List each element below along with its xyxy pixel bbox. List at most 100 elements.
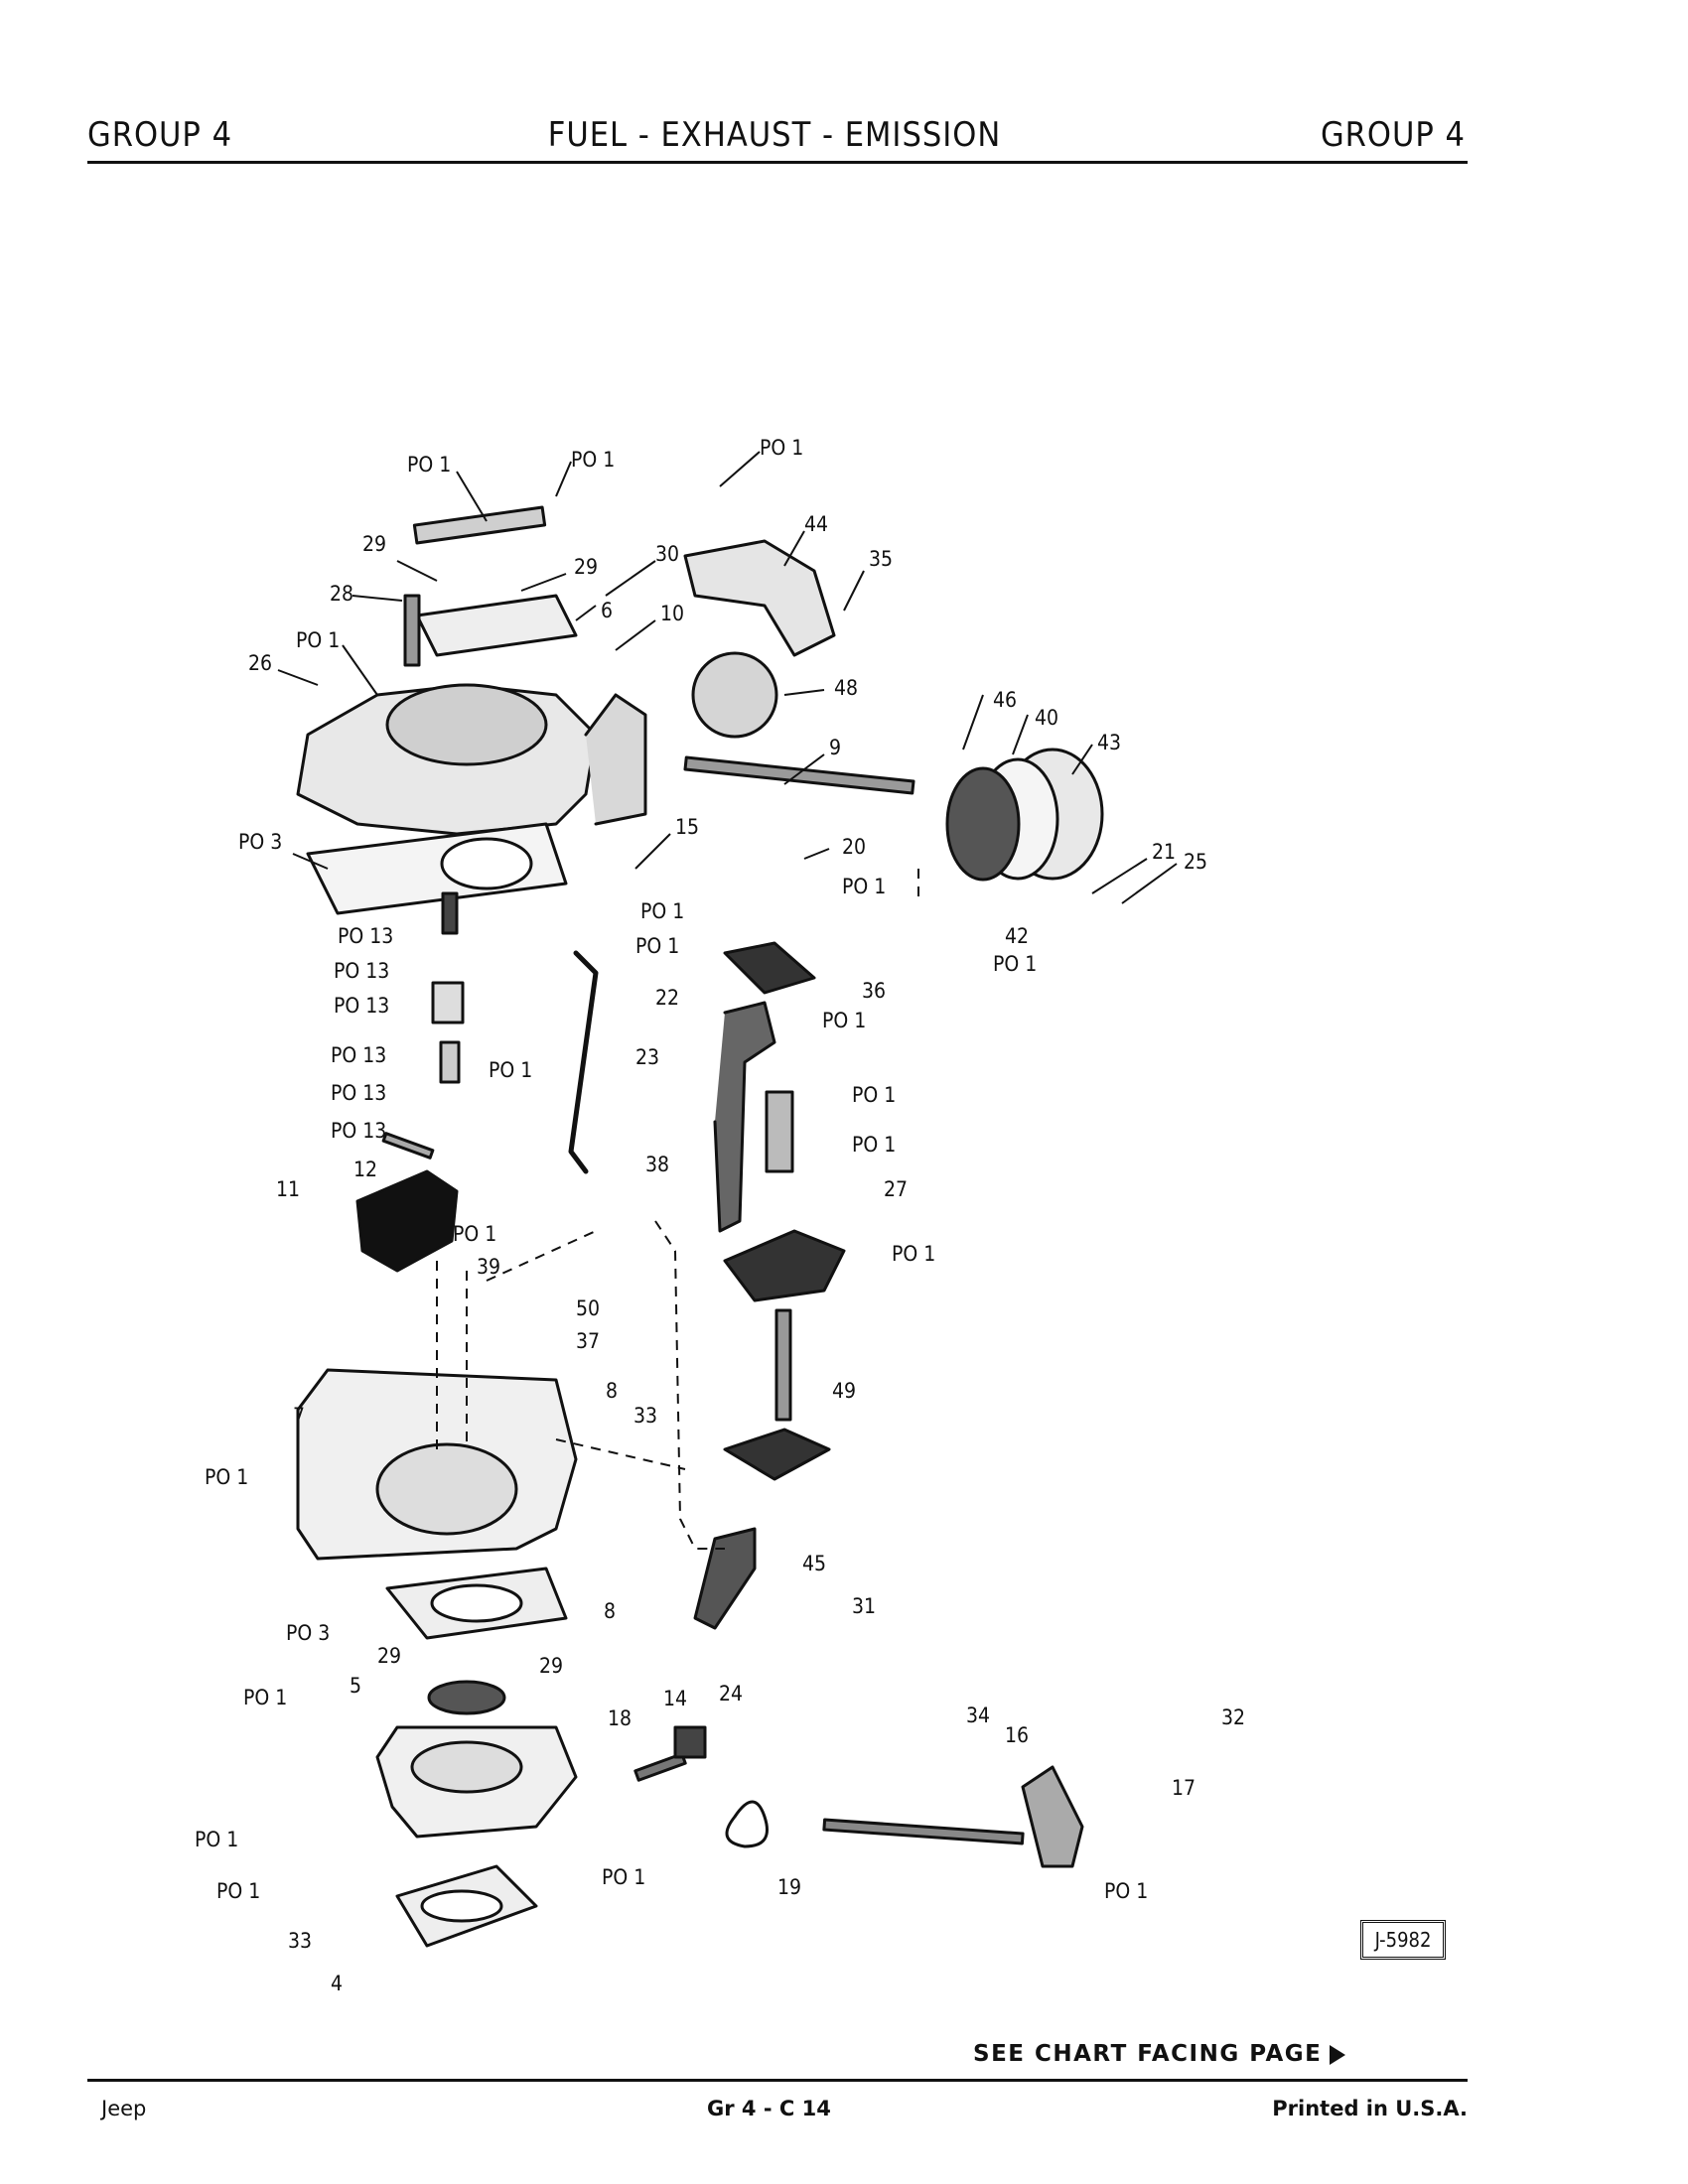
callout-c60: 29 — [377, 1644, 401, 1668]
guide-line-1 — [654, 1220, 725, 1550]
callout-c11: 10 — [660, 602, 684, 625]
footer-left: Jeep — [101, 2097, 147, 2120]
throttle-spring-19 — [725, 1800, 769, 1848]
pump-lever-36 — [723, 941, 816, 995]
header-right: GROUP 4 — [1320, 115, 1466, 155]
callout-c50: 37 — [576, 1329, 600, 1353]
callout-c20: 15 — [675, 815, 699, 839]
callout-c02: PO 1 — [571, 448, 615, 472]
callout-c55: PO 1 — [205, 1465, 248, 1489]
callout-c15: 46 — [993, 688, 1017, 712]
callout-c76: 33 — [288, 1929, 312, 1953]
callout-c25: PO 1 — [640, 899, 684, 923]
float-pin-12 — [381, 1132, 435, 1160]
see-chart-text: SEE CHART FACING PAGE — [973, 2041, 1323, 2067]
callout-c62: PO 1 — [243, 1686, 287, 1709]
callout-c42: 12 — [353, 1158, 377, 1181]
callout-c36: PO 1 — [489, 1058, 532, 1082]
callout-c08: 29 — [574, 555, 598, 579]
pump-rod — [568, 950, 599, 1174]
pump-housing — [723, 1229, 846, 1302]
see-chart-note: SEE CHART FACING PAGE — [973, 2041, 1346, 2067]
callout-c48: PO 1 — [892, 1242, 935, 1266]
throttle-bore — [410, 1740, 523, 1794]
callout-c44: 11 — [276, 1177, 300, 1201]
callout-c47: 39 — [477, 1255, 500, 1279]
main-body-gasket-hole — [430, 1583, 523, 1623]
callout-c71: PO 1 — [195, 1828, 238, 1851]
float-11 — [355, 1169, 459, 1273]
air-horn-gasket-hole — [440, 837, 533, 890]
callout-c09: 30 — [655, 542, 679, 566]
callout-c29: PO 1 — [993, 952, 1037, 976]
throttle-gasket-hole — [420, 1889, 503, 1923]
callout-c27: PO 1 — [635, 934, 679, 958]
header-rule — [87, 161, 1468, 164]
thermostat-46 — [945, 766, 1021, 882]
callout-c65: 24 — [719, 1682, 743, 1706]
callout-c56: 45 — [802, 1552, 826, 1575]
throttle-shaft — [822, 1818, 1025, 1845]
callout-c18: 9 — [829, 736, 841, 759]
callout-c10: 6 — [601, 599, 613, 622]
callout-c14: 48 — [834, 676, 858, 700]
callout-c22: 21 — [1152, 840, 1176, 864]
callout-c13: 26 — [248, 651, 272, 675]
callout-c38: PO 13 — [331, 1081, 386, 1105]
callout-c03: PO 1 — [760, 436, 803, 460]
callout-c26: PO 13 — [338, 924, 393, 948]
callout-c28: 42 — [1005, 924, 1029, 948]
callout-c17: 43 — [1097, 731, 1121, 754]
needle-seat — [431, 981, 465, 1024]
header-left: GROUP 4 — [87, 115, 233, 155]
pump-spring — [765, 1090, 794, 1173]
callout-c66: 18 — [608, 1706, 632, 1730]
pump-cup — [723, 1428, 831, 1481]
callout-c01: PO 1 — [407, 453, 451, 477]
footer-page-number: Gr 4 - C 14 — [707, 2097, 831, 2120]
needle-pin — [441, 891, 459, 935]
callout-c73: PO 1 — [602, 1865, 645, 1889]
callout-c24: PO 1 — [842, 875, 886, 898]
jet-body — [439, 1040, 461, 1084]
callout-c34: PO 1 — [822, 1009, 866, 1032]
callout-c67: 32 — [1221, 1706, 1245, 1729]
screen-5 — [427, 1680, 506, 1715]
callout-c63: 5 — [350, 1674, 361, 1698]
callout-c33: 36 — [862, 979, 886, 1003]
footer-right: Printed in U.S.A. — [1272, 2097, 1468, 2120]
air-horn-bore — [385, 683, 548, 766]
callout-c35: PO 13 — [331, 1043, 386, 1067]
pump-arm-38 — [713, 1001, 776, 1233]
guide-line-2 — [486, 1230, 597, 1282]
callout-c69: 16 — [1005, 1723, 1029, 1747]
header-title: FUEL - EXHAUST - EMISSION — [547, 115, 1002, 155]
callout-c30: PO 13 — [334, 959, 389, 983]
choke-plate-gasket — [415, 594, 578, 657]
callout-c31: PO 13 — [334, 994, 389, 1018]
throttle-lever — [1021, 1765, 1084, 1868]
callout-c53: 7 — [293, 1404, 305, 1428]
callout-c23: 25 — [1184, 850, 1207, 874]
callout-c39: PO 1 — [852, 1083, 896, 1107]
callout-c77: 4 — [331, 1972, 343, 1995]
callout-c19: PO 3 — [238, 830, 282, 854]
idle-mix-limiter-24 — [673, 1725, 707, 1759]
callout-c07: 28 — [330, 582, 353, 606]
callout-c72: PO 1 — [216, 1879, 260, 1903]
main-body-bore — [375, 1442, 518, 1536]
callout-c51: 49 — [832, 1379, 856, 1403]
callout-c12: PO 1 — [296, 628, 340, 652]
callout-c06: 29 — [362, 532, 386, 556]
callout-c32: 22 — [655, 986, 679, 1010]
figure-id-box: J-5982 — [1360, 1920, 1446, 1960]
guide-line-3 — [555, 1438, 686, 1470]
fast-idle-cam-45 — [693, 1527, 757, 1630]
callout-c70: 17 — [1172, 1776, 1196, 1800]
callout-c64: 14 — [663, 1687, 687, 1710]
callout-c16: 40 — [1035, 706, 1058, 730]
callout-c57: 8 — [604, 1599, 616, 1623]
vacuum-bracket-44 — [683, 539, 836, 657]
callout-c43: 38 — [645, 1153, 669, 1176]
